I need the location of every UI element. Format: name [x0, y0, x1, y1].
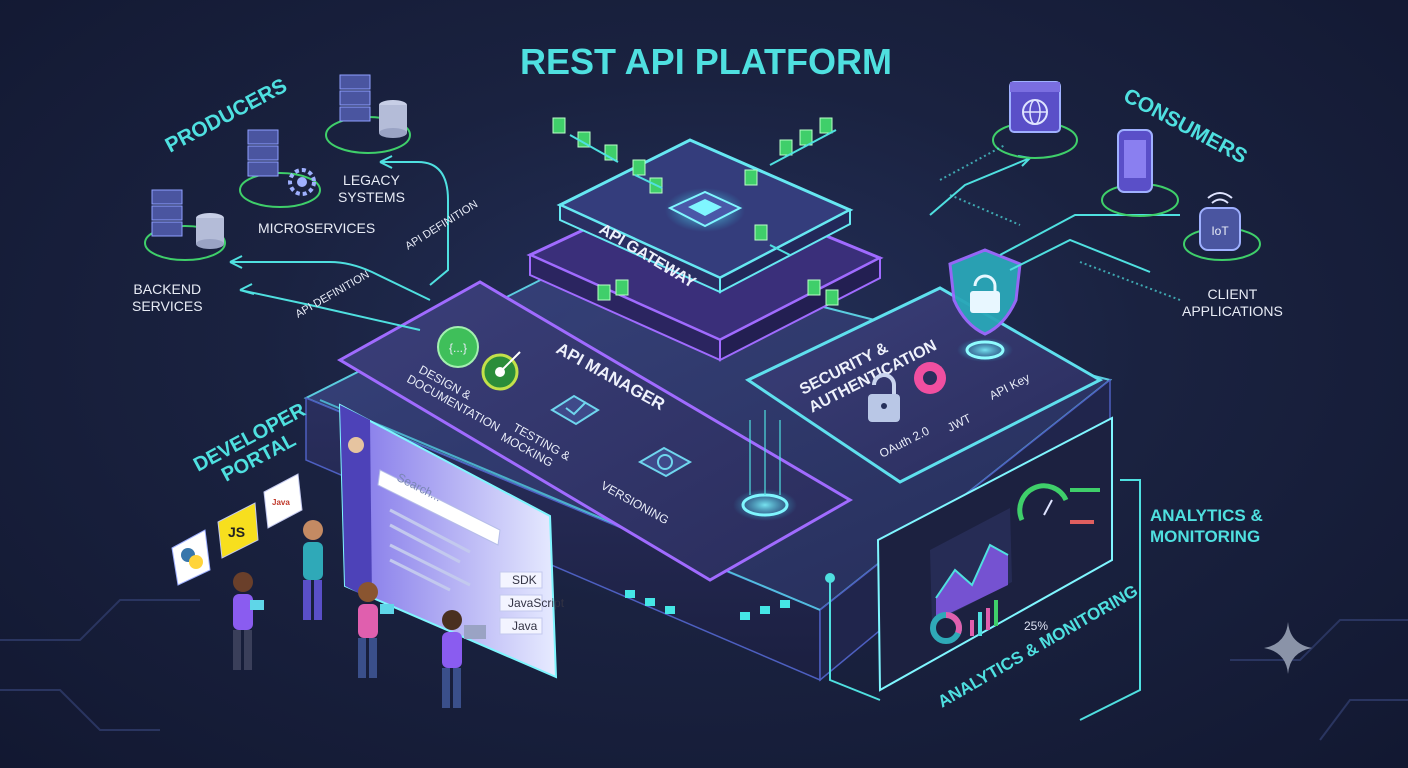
iot-label: IoT [1211, 224, 1229, 238]
svg-text:JS: JS [228, 524, 245, 540]
analytics-heading: ANALYTICS &MONITORING [1150, 506, 1263, 546]
versioning-icon [637, 446, 693, 478]
consumer-iot-node[interactable]: IoT [1183, 192, 1261, 261]
jwt-icon [914, 362, 946, 394]
producer-microservices-node[interactable] [239, 129, 321, 208]
portal-hologram [733, 410, 797, 521]
globe-icon [1022, 99, 1048, 125]
server-icon [247, 129, 279, 177]
page-title: REST API PLATFORM [520, 41, 892, 82]
producer-flow-lines [229, 155, 449, 331]
api-definition-label: API DEFINITION [403, 198, 480, 252]
database-icon [379, 100, 407, 138]
python-icon [171, 529, 211, 586]
sparkle-icon [1264, 622, 1312, 674]
analytics-lines [825, 479, 1141, 721]
person-1 [233, 572, 264, 670]
sdk-item[interactable]: JavaScript [508, 596, 565, 610]
microservices-label: MICROSERVICES [258, 220, 376, 236]
producer-legacy-node[interactable] [325, 74, 411, 154]
developer-portal-heading: DEVELOPER PORTAL [190, 396, 324, 495]
consumer-phone-node[interactable] [1101, 129, 1179, 217]
producers-heading: PRODUCERS [162, 74, 291, 157]
person-4 [442, 610, 486, 708]
svg-text:{...}: {...} [449, 341, 467, 355]
person-3 [358, 582, 394, 678]
js-icon: JS [217, 502, 259, 559]
base-lights [625, 590, 790, 620]
api-definition-label: API DEFINITION [294, 269, 372, 321]
gauge-icon [1017, 483, 1069, 522]
server-icon [339, 74, 371, 122]
design-icon: {...} [437, 326, 479, 368]
gauge-value: 25% [1024, 619, 1048, 633]
api-gateway[interactable]: API GATEWAY [526, 138, 884, 362]
sdk-item[interactable]: SDK [512, 573, 537, 587]
packet-arrows [569, 129, 837, 256]
database-icon [196, 213, 224, 249]
testing-icon [550, 394, 600, 426]
producer-backend-node[interactable] [144, 189, 226, 261]
bar-chart [970, 600, 998, 636]
java-icon: Java [263, 473, 303, 529]
lock-icon [868, 373, 900, 422]
donut-chart [930, 612, 962, 644]
binary-stream [939, 144, 1181, 301]
sdk-list: SDK JavaScript Java [499, 571, 565, 635]
wifi-icon [1207, 192, 1233, 204]
svg-text:Java: Java [272, 498, 290, 507]
shield-icon [948, 248, 1022, 362]
gear-icon [288, 168, 316, 196]
sdk-item[interactable]: Java [512, 619, 538, 633]
circuit-lines [0, 599, 1408, 741]
security-panel[interactable]: SECURITY & AUTHENTICATION OAuth 2.0 JWT … [744, 248, 1104, 484]
developer-people [233, 520, 486, 708]
browser-icon [1009, 81, 1061, 133]
developer-portal-screen[interactable]: Search... SDK JavaScript Java [338, 403, 565, 679]
phone-icon [1117, 129, 1153, 193]
chip-icon [665, 188, 745, 232]
analytics-dashboard[interactable]: 25% [876, 416, 1113, 692]
person-2 [303, 520, 323, 620]
server-icon [151, 189, 183, 237]
consumer-browser-node[interactable] [992, 81, 1078, 159]
api-node-icon [481, 351, 521, 391]
